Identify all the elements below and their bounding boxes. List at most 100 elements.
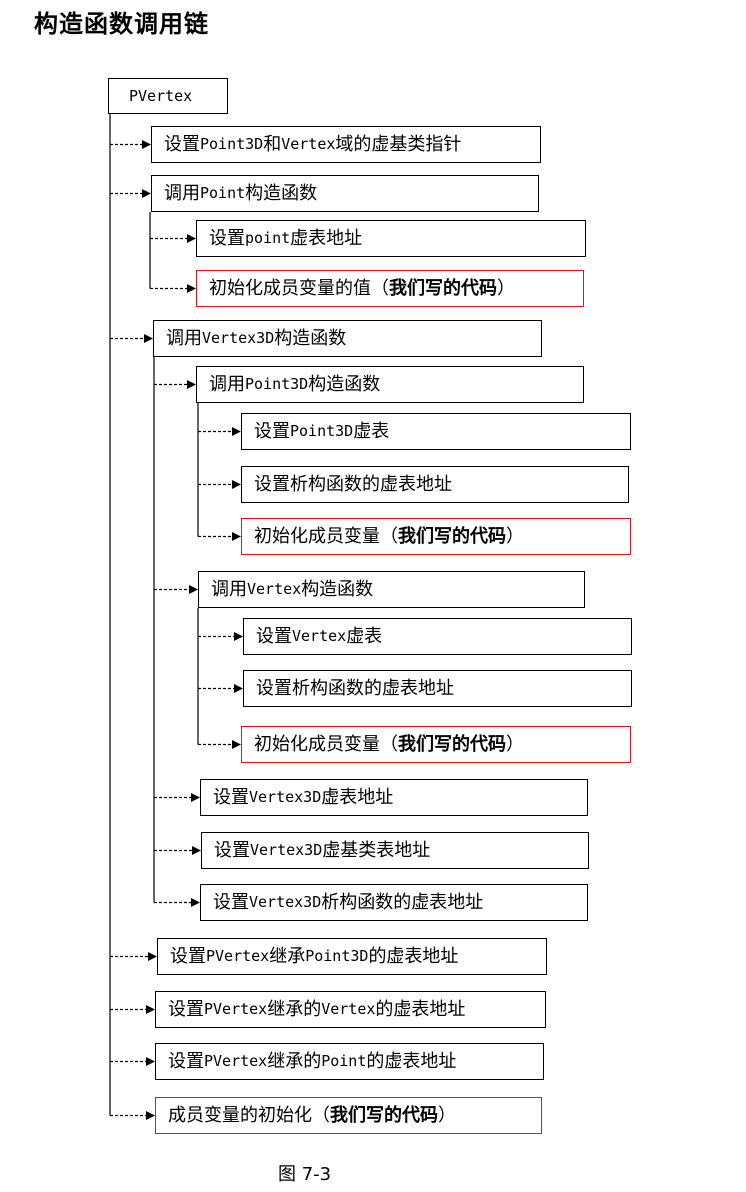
call-step-box: 设置 PVertex 继承 Point3D 的虚表地址 (157, 938, 547, 975)
step-text: Point (200, 184, 246, 202)
step-text: Point3D (245, 375, 309, 393)
arrow-head (142, 189, 151, 198)
step-text: 的虚表地址 (366, 1050, 457, 1072)
step-text: Point3D (200, 135, 264, 153)
step-text: 调用 (209, 373, 245, 395)
call-step-box: 设置 PVertex 继承的 Vertex 的虚表地址 (155, 991, 546, 1028)
step-text: 继承的 (267, 1050, 322, 1072)
call-step-box: 调用 Vertex 构造函数 (198, 571, 585, 608)
call-step-box: 设置 Point3D 虚表 (241, 413, 631, 450)
step-text: 设置析构函数的虚表地址 (256, 677, 454, 699)
step-text: Vertex (281, 135, 336, 153)
arrow-head (187, 284, 196, 293)
step-text: 继承的 (267, 998, 322, 1020)
arrow-head (191, 793, 200, 802)
call-step-box: 设置 point 虚表地址 (196, 220, 586, 257)
arrow-head (146, 1057, 155, 1066)
step-text: 的虚表地址 (375, 998, 466, 1020)
call-step-box: 调用 Vertex3D 构造函数 (153, 320, 542, 357)
arrow-head (187, 380, 196, 389)
step-text: 设置 (214, 839, 250, 861)
step-text: 虚表 (353, 420, 390, 442)
step-text: ） (506, 525, 524, 547)
call-step-box: 初始化成员变量的值（我们写的代码） (196, 270, 584, 307)
arrow-head (234, 684, 243, 693)
call-step-box: 调用 Point 构造函数 (151, 175, 539, 212)
step-text: 构造函数 (308, 373, 381, 395)
arrow-head (191, 898, 200, 907)
call-step-box: 设置 Vertex3D 虚基类表地址 (201, 832, 589, 869)
step-text: 域的虚基类指针 (335, 133, 462, 155)
step-text: 设置 (168, 1050, 204, 1072)
call-step-box: 设置 Vertex 虚表 (243, 618, 632, 655)
step-text: 析构函数的虚表地址 (321, 891, 484, 913)
step-text: Vertex3D (249, 893, 322, 911)
step-text: 设置 (213, 786, 249, 808)
step-text: 设置 (209, 227, 245, 249)
arrow-head (234, 632, 243, 641)
step-text: 构造函数 (245, 182, 318, 204)
step-text: 我们写的代码 (330, 1104, 438, 1126)
arrow-head (146, 1005, 155, 1014)
arrow-head (232, 740, 241, 749)
arrow-head (146, 1111, 155, 1120)
page-title: 构造函数调用链 (34, 10, 209, 38)
step-text: 设置 (256, 625, 292, 647)
arrow-head (148, 952, 157, 961)
step-text: PVertex (204, 1000, 268, 1018)
step-text: 构造函数 (301, 578, 374, 600)
step-text: 调用 (166, 327, 202, 349)
arrow-head (142, 140, 151, 149)
step-text: ） (506, 733, 524, 755)
call-step-box: 设置 Point3D 和 Vertex 域的虚基类指针 (151, 126, 541, 163)
root-node: PVertex (108, 78, 228, 114)
arrow-head (192, 846, 201, 855)
arrow-head (232, 427, 241, 436)
step-text: 虚表地址 (321, 786, 394, 808)
call-step-box: 设置 PVertex 继承的 Point 的虚表地址 (155, 1043, 544, 1080)
arrow-head (189, 585, 198, 594)
step-text: PVertex (204, 1052, 268, 1070)
call-step-box: 设置析构函数的虚表地址 (243, 670, 632, 707)
step-text: 我们写的代码 (389, 277, 497, 299)
step-text: 设置析构函数的虚表地址 (254, 473, 452, 495)
step-text: Vertex (292, 627, 347, 645)
step-text: point (245, 229, 291, 247)
step-text: 初始化成员变量的值（ (209, 277, 389, 299)
step-text: Point3D (290, 422, 354, 440)
step-text: 和 (263, 133, 282, 155)
call-step-box: 设置析构函数的虚表地址 (241, 466, 629, 503)
call-step-box: 成员变量的初始化（我们写的代码） (155, 1097, 542, 1134)
step-text: Vertex (247, 580, 302, 598)
step-text: 继承 (269, 945, 306, 967)
step-text: 成员变量的初始化（ (168, 1104, 330, 1126)
call-step-box: 初始化成员变量（我们写的代码） (241, 726, 631, 763)
step-text: Vertex3D (202, 329, 275, 347)
step-text: Point3D (305, 947, 369, 965)
step-text: 虚表地址 (290, 227, 363, 249)
call-step-box: 设置 Vertex3D 析构函数的虚表地址 (200, 884, 588, 921)
step-text: 调用 (211, 578, 247, 600)
call-step-box: 调用 Point3D 构造函数 (196, 366, 584, 403)
step-text: Point (321, 1052, 367, 1070)
step-text: ） (438, 1104, 456, 1126)
call-step-box: 设置 Vertex3D 虚表地址 (200, 779, 588, 816)
step-text: 虚表 (346, 625, 383, 647)
step-text: 虚基类表地址 (322, 839, 431, 861)
arrow-head (144, 334, 153, 343)
step-text: 我们写的代码 (398, 525, 506, 547)
step-text: PVertex (206, 947, 270, 965)
step-text: 设置 (170, 945, 206, 967)
arrow-head (232, 532, 241, 541)
step-text: PVertex (129, 86, 193, 105)
step-text: 构造函数 (274, 327, 347, 349)
arrow-head (232, 480, 241, 489)
step-text: 初始化成员变量（ (254, 733, 398, 755)
step-text: 初始化成员变量（ (254, 525, 398, 547)
call-step-box: 初始化成员变量（我们写的代码） (241, 518, 631, 555)
step-text: 设置 (254, 420, 290, 442)
arrow-head (187, 234, 196, 243)
step-text: Vertex3D (249, 788, 322, 806)
step-text: Vertex3D (250, 841, 323, 859)
